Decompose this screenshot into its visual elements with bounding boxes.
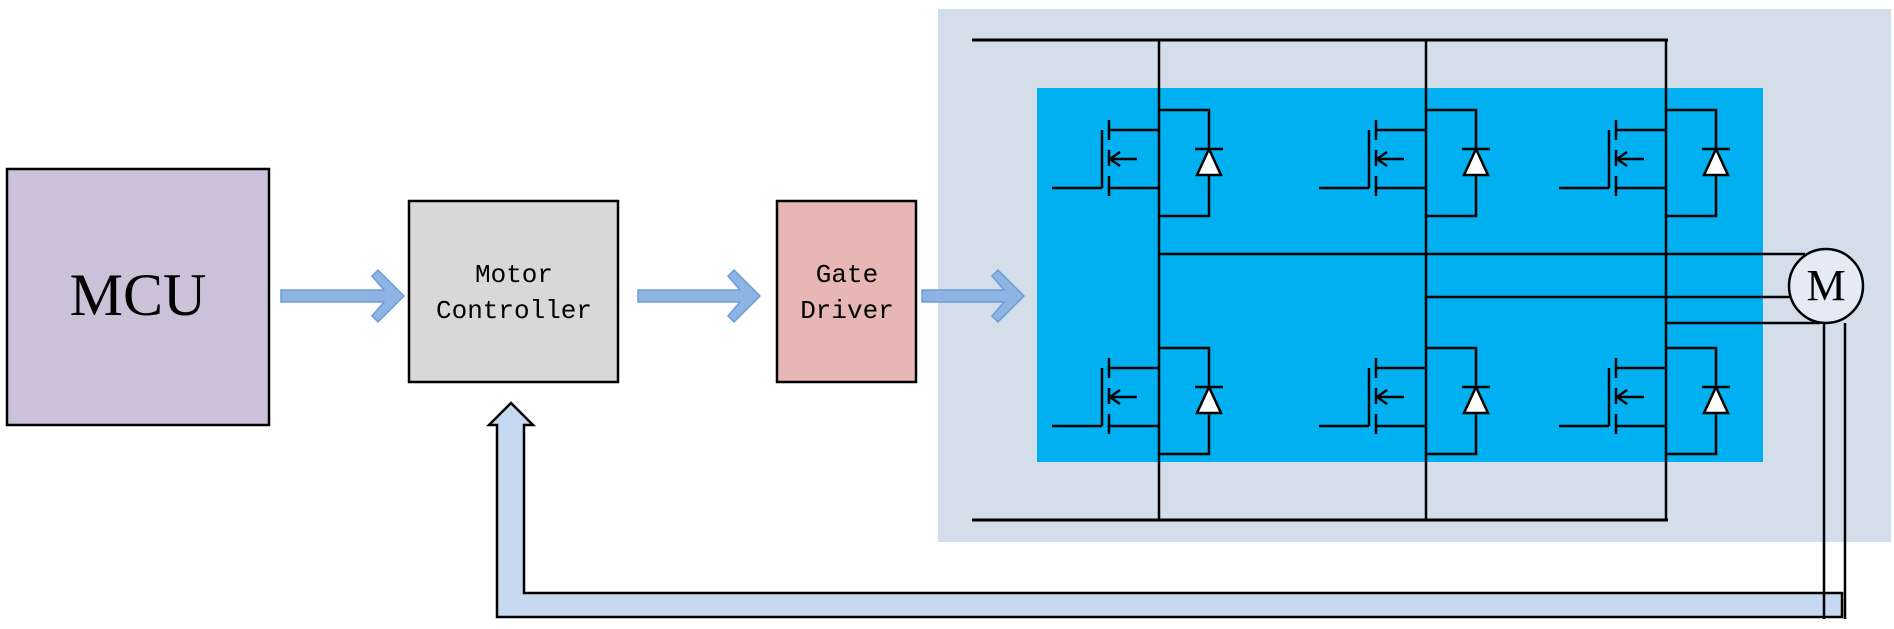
arrow-driver-to-inverter [921, 268, 1026, 324]
gate-driver-label-1: Gate [816, 260, 878, 290]
motor-controller-label-1: Motor [475, 260, 553, 290]
motor-feedback-wires [1822, 323, 1847, 619]
inverter-switch-area [1037, 88, 1763, 462]
phase-leg-3 [1557, 40, 1732, 520]
gate-driver-label-2: Driver [800, 296, 894, 326]
mcu-label: MCU [70, 262, 207, 328]
arrow-controller-to-driver [637, 268, 762, 324]
feedback-arrow [485, 401, 1844, 619]
phase-leg-2 [1317, 40, 1492, 520]
arrow-mcu-to-controller [280, 268, 406, 324]
motor-controller-label-2: Controller [436, 296, 592, 326]
motor: M [1787, 247, 1865, 325]
phase-leg-1 [1050, 40, 1225, 520]
phase-lines [1159, 252, 1820, 325]
gate-driver-block: Gate Driver [775, 199, 918, 384]
motor-controller-block: Motor Controller [407, 199, 620, 384]
mcu-block: MCU [5, 167, 271, 427]
motor-label: M [1806, 261, 1845, 310]
